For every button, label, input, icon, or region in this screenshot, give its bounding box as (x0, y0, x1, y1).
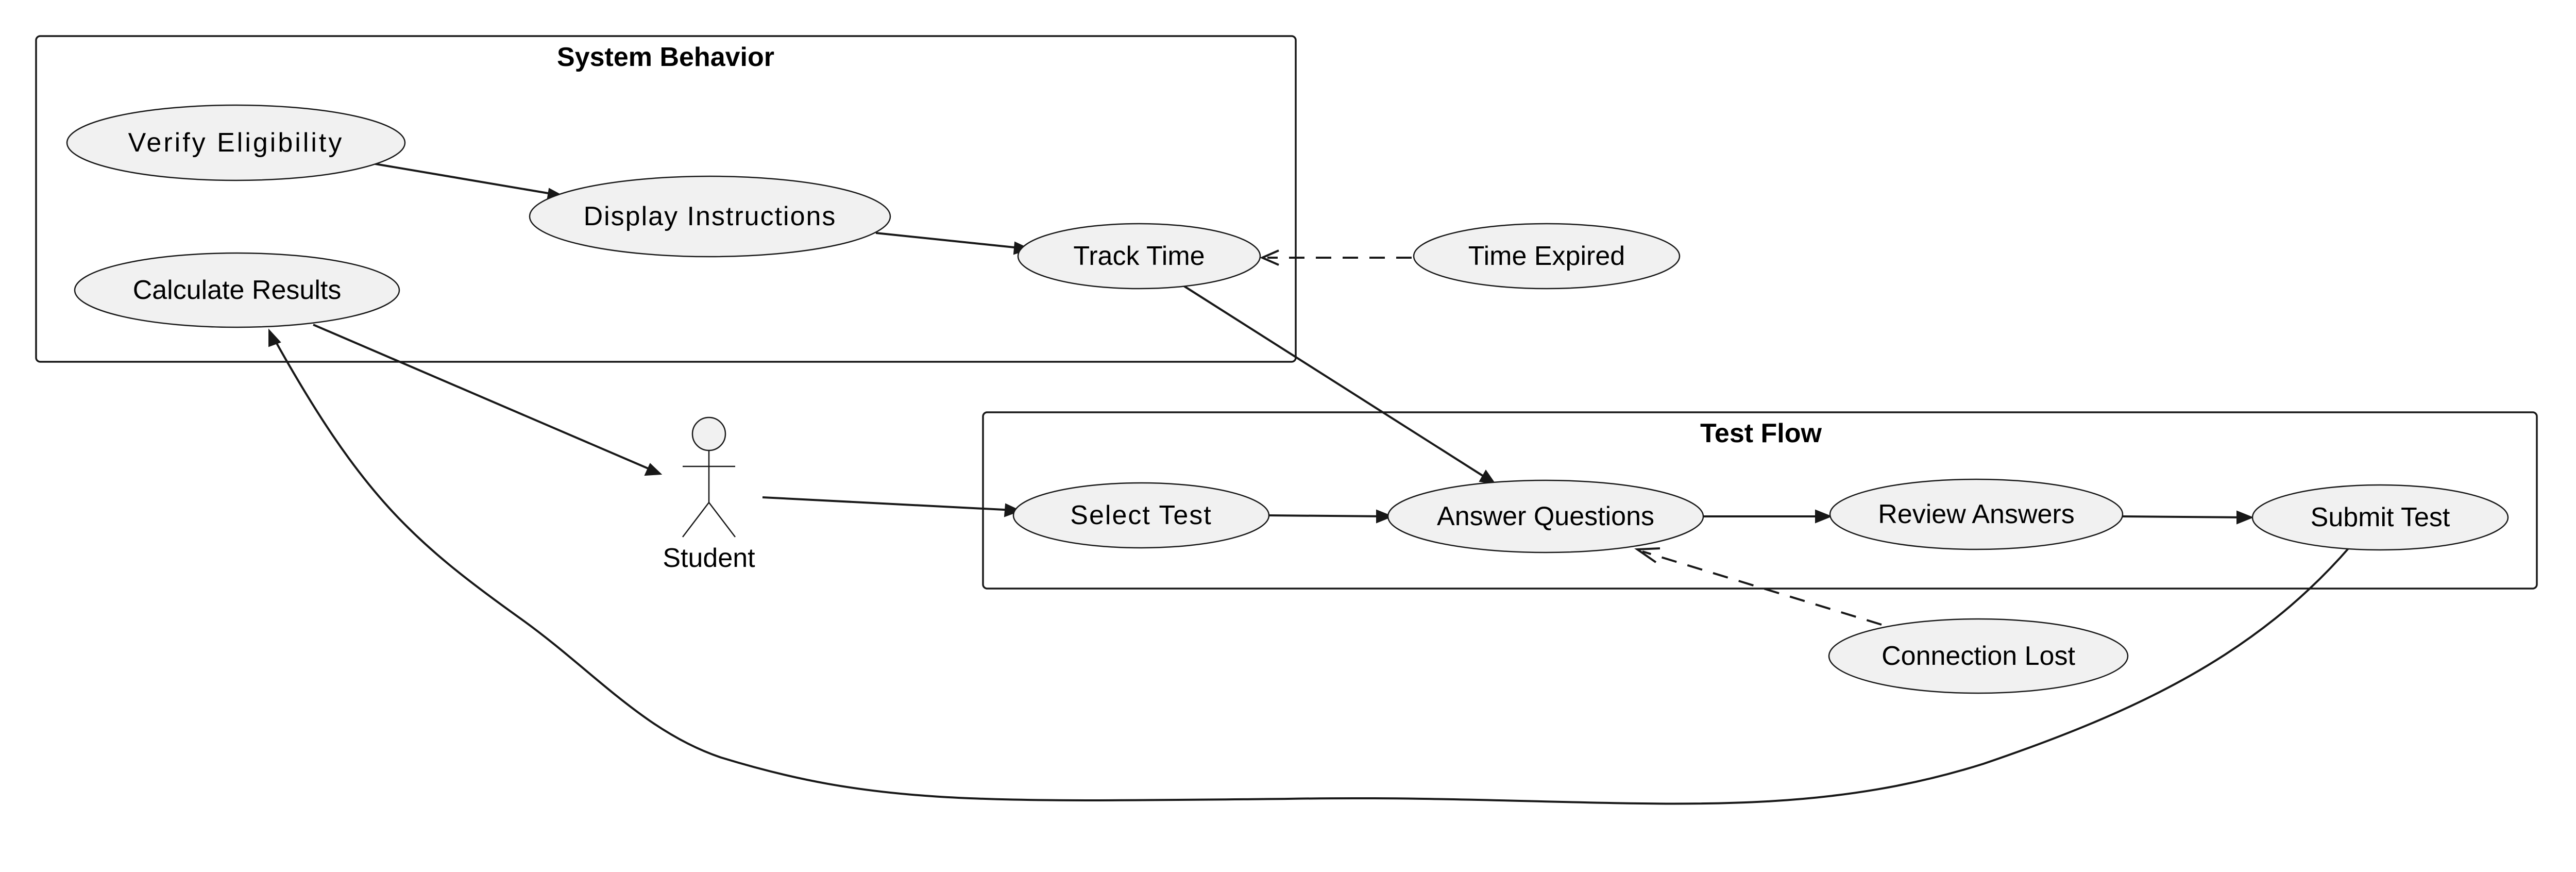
arrowhead-student (644, 463, 663, 476)
package-test-flow-frame (982, 411, 2538, 590)
use-case-display-instructions-shape (529, 175, 891, 258)
use-case-submit-test-label: Submit Test (2311, 502, 2450, 532)
use-case-answer-questions-shape (1387, 479, 1704, 554)
arrowhead-answer-from-select (1376, 509, 1394, 524)
edges (268, 163, 2351, 805)
use-case-time-expired[interactable]: Time Expired (1413, 223, 1681, 290)
use-case-verify-eligibility-label: Verify Eligibility (128, 128, 344, 158)
arrowhead-open-track-time (1260, 249, 1279, 266)
actor-student-label: Student (663, 543, 755, 573)
use-case-connection-lost[interactable]: Connection Lost (1828, 618, 2129, 694)
use-case-verify-eligibility-shape (66, 104, 406, 181)
use-case-submit-test-shape (2251, 484, 2509, 551)
actor-student-head (691, 416, 726, 451)
use-case-calculate-results-shape (74, 252, 400, 328)
actor-student-right-leg (708, 502, 736, 538)
edge-track-to-answer (1183, 285, 1491, 481)
use-case-review-answers[interactable]: Review Answers (1829, 478, 2124, 550)
edge-display-to-track (875, 232, 1025, 249)
edge-submit-to-calculate (271, 334, 2351, 805)
use-case-display-instructions-label: Display Instructions (584, 202, 837, 231)
use-case-calculate-results-label: Calculate Results (133, 275, 342, 305)
edge-review-to-submit (2122, 515, 2247, 518)
use-case-calculate-results[interactable]: Calculate Results (74, 252, 400, 328)
use-case-select-test-label: Select Test (1070, 500, 1212, 530)
use-case-answer-questions-label: Answer Questions (1437, 501, 1654, 531)
package-system-behavior-frame (35, 35, 1297, 363)
use-case-review-answers-shape (1829, 478, 2124, 550)
use-case-select-test[interactable]: Select Test (1012, 482, 1270, 549)
use-case-track-time-shape (1017, 223, 1261, 290)
use-case-track-time-label: Track Time (1073, 241, 1205, 271)
use-case-display-instructions[interactable]: Display Instructions (529, 175, 891, 258)
actor-student-left-leg (682, 502, 709, 538)
package-system-behavior-title: System Behavior (557, 42, 774, 72)
use-case-time-expired-label: Time Expired (1468, 241, 1625, 271)
edge-student-to-select (762, 496, 1014, 511)
use-case-connection-lost-shape (1828, 618, 2129, 694)
use-case-select-test-shape (1012, 482, 1270, 549)
actor-student[interactable]: Student (663, 416, 755, 573)
arrowhead-open-answer-questions (1634, 547, 1660, 563)
arrowhead-select-test (1004, 503, 1022, 517)
arrowhead-submit-test (2236, 510, 2254, 525)
use-case-connection-lost-label: Connection Lost (1882, 641, 2075, 671)
package-test-flow: Test Flow (982, 411, 2538, 590)
package-test-flow-title: Test Flow (1700, 418, 1822, 448)
use-case-track-time[interactable]: Track Time (1017, 223, 1261, 290)
edge-select-to-answer (1268, 514, 1386, 517)
edge-calculate-to-student (313, 324, 656, 473)
use-case-review-answers-label: Review Answers (1878, 499, 2074, 529)
use-case-answer-questions[interactable]: Answer Questions (1387, 479, 1704, 554)
edge-connection-lost-to-answer (1642, 550, 1882, 626)
use-case-verify-eligibility[interactable]: Verify Eligibility (66, 104, 406, 181)
arrowhead-calculate-results (268, 328, 281, 347)
package-system-behavior: System Behavior (35, 35, 1297, 363)
use-case-submit-test[interactable]: Submit Test (2251, 484, 2509, 551)
arrowhead-review-answers (1815, 509, 1833, 524)
use-case-time-expired-shape (1413, 223, 1681, 290)
edge-verify-to-display (375, 163, 558, 196)
